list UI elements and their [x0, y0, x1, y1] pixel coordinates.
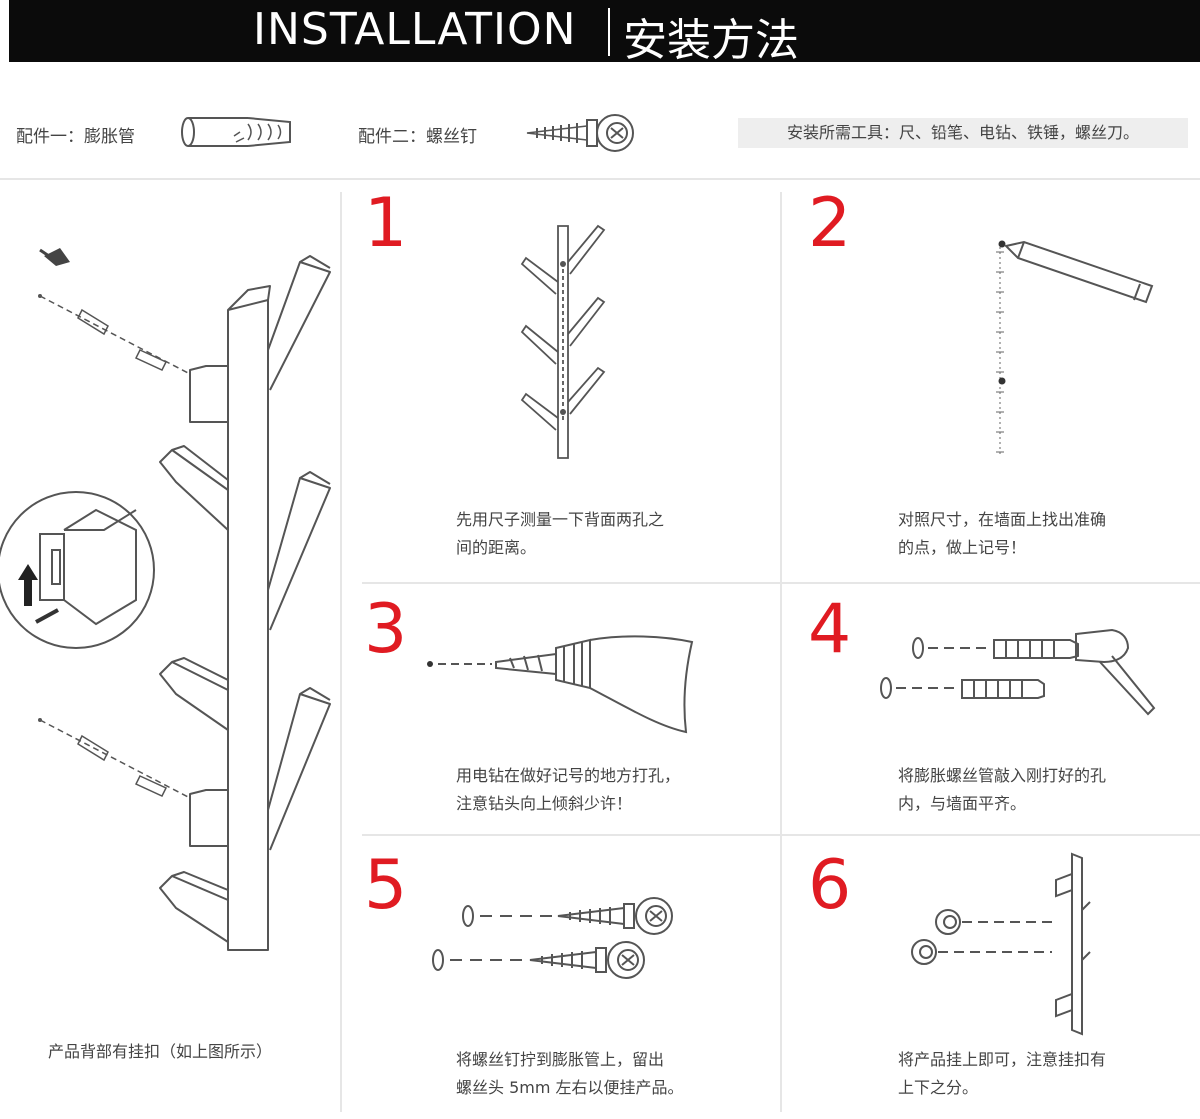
step-4-caption: 将膨胀螺丝管敲入刚打好的孔 内，与墙面平齐。 — [898, 766, 1107, 813]
row-divider-1 — [362, 582, 1200, 584]
screw-icon — [526, 114, 634, 152]
title-divider — [608, 8, 610, 56]
column-divider — [780, 192, 782, 1112]
step-2-number: 2 — [808, 184, 852, 263]
step-3-drill-illustration — [427, 635, 694, 734]
step-2-caption: 对照尺寸，在墙面上找出准确 的点，做上记号！ — [898, 510, 1107, 557]
step-5-screw-illustration — [432, 897, 673, 979]
step-1-number: 1 — [364, 184, 408, 263]
step-2-mark-illustration — [996, 240, 1154, 456]
parts-separator — [0, 178, 1200, 180]
step-6-number: 6 — [808, 846, 852, 925]
step-6-caption: 将产品挂上即可，注意挂扣有 上下之分。 — [898, 1050, 1107, 1097]
step-1-caption: 先用尺子测量一下背面两孔之 间的距离。 — [456, 510, 665, 557]
part1-label: 配件一：膨胀管 — [16, 127, 135, 147]
step-3-number: 3 — [364, 590, 408, 669]
product-exploded-illustration — [0, 248, 331, 951]
step-3-caption: 用电钻在做好记号的地方打孔， 注意钻头向上倾斜少许！ — [456, 766, 681, 813]
title-en: INSTALLATION — [253, 4, 577, 55]
part2-label: 配件二：螺丝钉 — [358, 127, 477, 147]
anchor-plug-icon — [181, 117, 291, 147]
parts-row: 配件一：膨胀管 配件二：螺丝钉 安装所需工具：尺、铅笔、电钻、铁锤，螺丝刀。 — [0, 100, 1200, 170]
step-5-number: 5 — [364, 846, 408, 925]
step-4-number: 4 — [808, 590, 852, 669]
row-divider-2 — [362, 834, 1200, 836]
header-bar: INSTALLATION 安装方法 — [9, 0, 1200, 66]
step-4-anchor-illustration — [880, 628, 1156, 716]
tools-needed: 安装所需工具：尺、铅笔、电钻、铁锤，螺丝刀。 — [738, 118, 1188, 148]
step-5-caption: 将螺丝钉拧到膨胀管上，留出 螺丝头 5mm 左右以便挂产品。 — [456, 1050, 684, 1097]
left-panel-caption: 产品背部有挂扣（如上图所示） — [48, 1042, 273, 1061]
left-panel-divider — [340, 192, 342, 1112]
step-1-measure-illustration — [520, 224, 606, 459]
title-zh: 安装方法 — [623, 15, 799, 66]
step-6-hang-illustration — [911, 852, 1091, 1036]
